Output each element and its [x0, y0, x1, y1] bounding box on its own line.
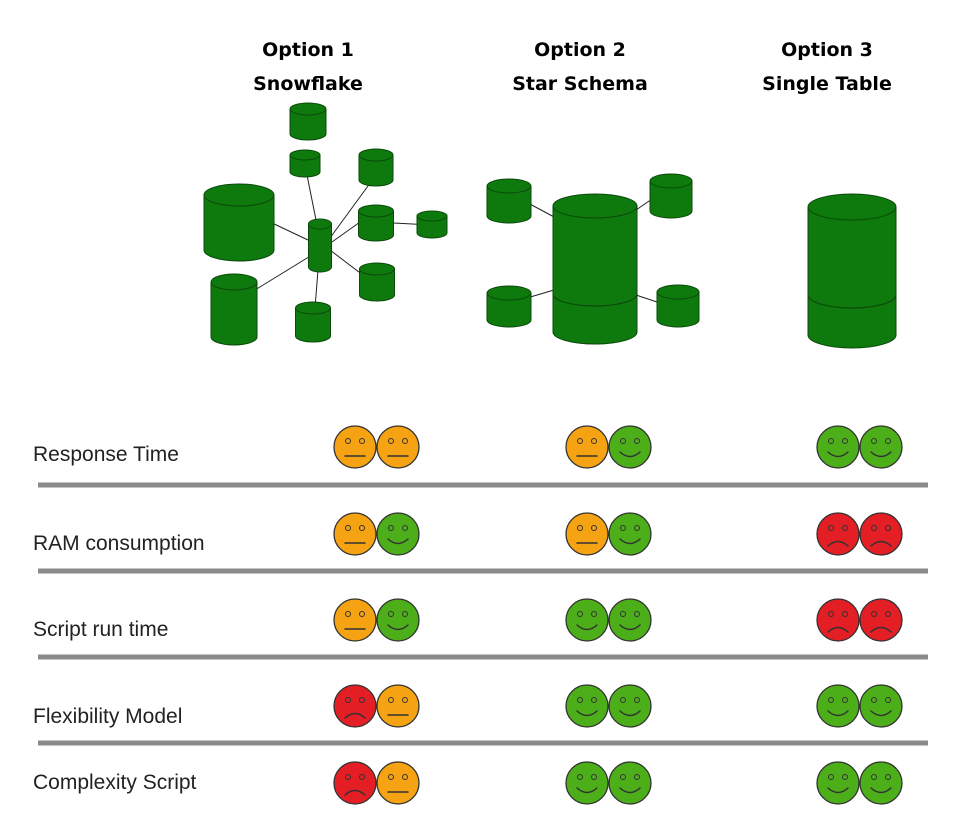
neutral-face-icon	[333, 425, 377, 469]
sad-face-icon	[816, 598, 860, 642]
snowflake-subdim-icon	[289, 149, 321, 178]
happy-face-icon	[608, 684, 652, 728]
happy-face-icon	[608, 425, 652, 469]
rating-faces	[333, 425, 903, 805]
neutral-face-icon	[333, 598, 377, 642]
option-3-header: Option 3 Single Table	[717, 33, 937, 101]
snowflake-dim-lower-right-icon	[359, 262, 395, 302]
snowflake-fact-hub-icon	[308, 218, 332, 273]
row-divider-4	[38, 740, 928, 746]
star-dim-lower-left-icon	[486, 285, 532, 328]
snowflake-dim-right-icon	[358, 204, 394, 242]
criterion-label-response-time: Response Time	[33, 443, 179, 466]
snowflake-dim-upper-right-icon	[358, 148, 394, 187]
sad-face-icon	[333, 684, 377, 728]
star-dim-lower-right-icon	[656, 284, 700, 328]
sad-face-icon	[816, 512, 860, 556]
connector-line	[635, 294, 661, 304]
snowflake-dim-bottom-icon	[295, 301, 331, 343]
row-dividers	[38, 482, 928, 746]
option-2-number: Option 2	[534, 39, 626, 61]
happy-face-icon	[608, 598, 652, 642]
star-fact-table-icon	[552, 193, 638, 345]
happy-face-icon	[565, 598, 609, 642]
neutral-face-icon	[376, 684, 420, 728]
neutral-face-icon	[376, 425, 420, 469]
single-table-icon	[807, 193, 897, 349]
snowflake-large-dim-icon	[203, 183, 275, 262]
option-3-name: Single Table	[762, 73, 892, 95]
criterion-label-flexibility-model: Flexibility Model	[33, 705, 183, 728]
option-1-name: Snowflake	[253, 73, 363, 95]
star-dim-upper-left-icon	[486, 178, 532, 224]
happy-face-icon	[565, 761, 609, 805]
happy-face-icon	[376, 598, 420, 642]
option-2-header: Option 2 Star Schema	[470, 33, 690, 101]
option-3-number: Option 3	[781, 39, 873, 61]
criterion-label-complexity-script: Complexity Script	[33, 771, 197, 794]
row-divider-2	[38, 568, 928, 574]
happy-face-icon	[565, 684, 609, 728]
happy-face-icon	[608, 512, 652, 556]
neutral-face-icon	[376, 761, 420, 805]
happy-face-icon	[816, 684, 860, 728]
sad-face-icon	[333, 761, 377, 805]
row-divider-1	[38, 482, 928, 488]
happy-face-icon	[816, 761, 860, 805]
happy-face-icon	[376, 512, 420, 556]
happy-face-icon	[816, 425, 860, 469]
connector-line	[331, 221, 361, 243]
snowflake-dim-top-icon	[289, 102, 327, 141]
happy-face-icon	[859, 761, 903, 805]
neutral-face-icon	[333, 512, 377, 556]
criterion-label-script-run-time: Script run time	[33, 618, 169, 641]
connector-line	[527, 202, 557, 219]
happy-face-icon	[859, 425, 903, 469]
happy-face-icon	[608, 761, 652, 805]
connector-line	[269, 221, 309, 241]
neutral-face-icon	[565, 512, 609, 556]
connector-line	[254, 254, 313, 291]
happy-face-icon	[859, 684, 903, 728]
row-divider-3	[38, 654, 928, 660]
option-2-name: Star Schema	[512, 73, 648, 95]
snowflake-subdim-right-icon	[416, 210, 448, 239]
database-cylinders	[203, 102, 897, 349]
criterion-label-ram-consumption: RAM consumption	[33, 532, 205, 555]
star-dim-upper-right-icon	[649, 173, 693, 219]
snowflake-dim-lower-left-icon	[210, 273, 258, 346]
sad-face-icon	[859, 512, 903, 556]
sad-face-icon	[859, 598, 903, 642]
neutral-face-icon	[565, 425, 609, 469]
option-1-number: Option 1	[262, 39, 354, 61]
option-1-header: Option 1 Snowflake	[198, 33, 418, 101]
